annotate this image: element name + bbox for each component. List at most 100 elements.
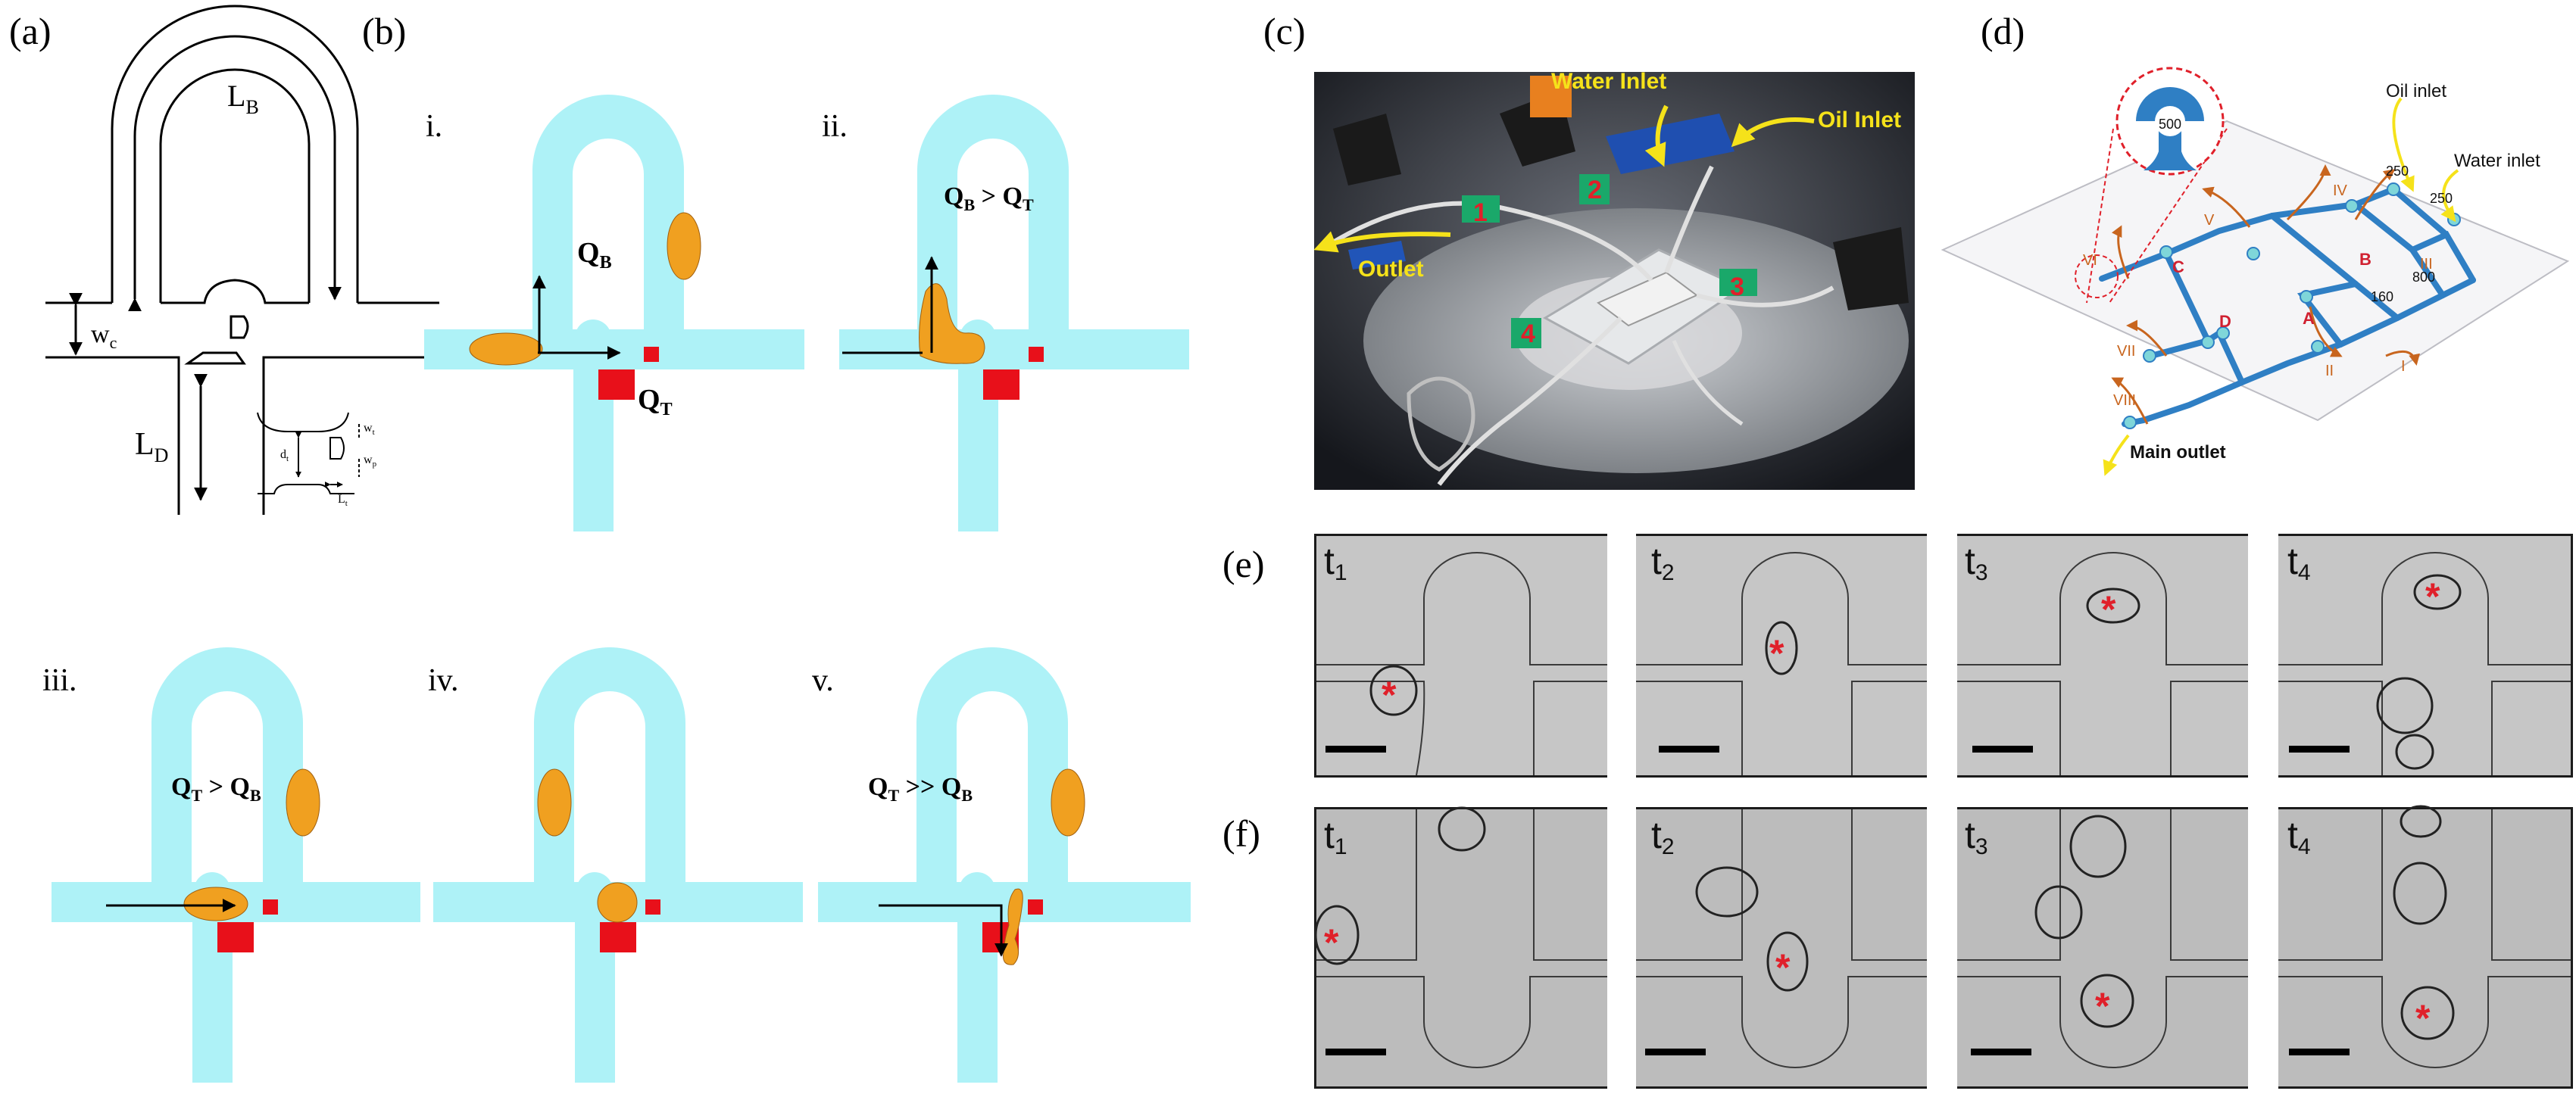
roman-II: II [2325,363,2334,379]
dim-500: 500 [2159,117,2181,132]
inset-wt-label: wt [364,422,375,437]
dim-250-b: 250 [2386,164,2409,179]
fitting-number-3: 3 [1730,273,1744,301]
e-time-1: t1 [1324,540,1347,585]
node-A: A [2303,309,2315,328]
f-frame-1 [1316,809,1607,1086]
d-oil-inlet-label: Oil inlet [2386,81,2446,101]
droplet-iv-2 [537,768,572,837]
trap-cup-iv [600,922,636,952]
droplet-iii-2 [286,768,320,837]
f-frame-4 [2278,809,2571,1086]
e-marker-3: * [2101,588,2116,631]
panel-label-e: (e) [1222,543,1265,585]
f-frame-3 [1957,809,2248,1086]
fitting-3 [1719,269,1757,296]
oil-inlet-label: Oil Inlet [1818,108,1901,132]
water-inlet-arrow [1644,104,1669,167]
f-droplets [1314,805,2455,1040]
inset-dt-label: dt [280,448,289,463]
f-channel-lines [1316,809,2571,1068]
roman-V: V [2204,212,2215,229]
qb-label-i: QB [577,237,612,273]
f-time-1: t1 [1324,814,1347,859]
step-label-i: i. [426,109,442,144]
trap-post-v [1028,899,1043,915]
e-frame-4 [2278,536,2571,775]
panel-label-a: (a) [9,10,52,52]
panel-a-inset [257,412,360,494]
node-D: D [2219,312,2231,331]
fitting-2 [1579,174,1610,204]
roman-VI: VI [2083,252,2097,269]
panel-b-step-iii [52,647,420,1083]
lb-arrow [128,35,342,312]
panel-label-b: (b) [362,10,406,52]
droplet-ii [919,283,985,364]
step-label-iv: iv. [428,663,458,698]
panel-c-photo [1314,72,1915,490]
panel-e-frames [1314,534,2573,778]
outlet-label: Outlet [1358,257,1424,282]
trap-post-iv [645,899,660,915]
roman-IV: IV [2333,182,2348,199]
droplet-i-1 [469,332,543,366]
step-label-ii: ii. [822,109,848,144]
lb-label: LB [227,79,259,118]
panel-b-step-ii [839,95,1189,531]
fitting-number-1: 1 [1473,198,1488,227]
trap-post-ii [1029,347,1044,362]
qt-label-i: QT [638,384,673,419]
f-time-2: t2 [1651,814,1675,859]
dim-160: 160 [2371,289,2393,304]
droplet-v-2 [1051,768,1085,837]
e-marker-1: * [1382,674,1397,716]
d-main-outlet-label: Main outlet [2130,442,2226,463]
step-label-v: v. [812,663,834,698]
fitting-1 [1462,195,1500,223]
step-label-iii: iii. [42,663,77,698]
e-frame-3 [1957,536,2248,775]
bypass-outer-wall [111,5,359,303]
roman-VIII: VIII [2113,392,2136,409]
fitting-number-2: 2 [1588,176,1602,204]
panel-b-step-iv [433,647,803,1083]
roman-VII: VII [2117,343,2135,360]
roman-III: III [2420,256,2433,273]
panel-f-frames [1314,807,2573,1089]
f-scalebars [1325,1049,2350,1055]
panel-label-d: (d) [1981,10,2025,52]
trap-cup-iii [217,922,254,952]
qt-gt-qb-label: QT > QB [171,773,261,805]
trap-top-wall [161,279,309,304]
outlet-arrow [1313,231,1451,253]
dim-250-a: 250 [2430,191,2453,206]
qb-gt-qt-label: QB > QT [944,182,1034,214]
water-inlet-label: Water Inlet [1551,69,1666,94]
panel-a-schematic [45,5,439,515]
trap-post-i [644,347,659,362]
trap-cup-ii [983,369,1019,400]
bypass-inner-wall [159,68,311,303]
chip-plate [1941,120,2570,422]
panel-b-step-i [424,95,804,531]
panel-a-arrows [69,35,342,501]
f-time-3: t3 [1965,814,1988,859]
node-B: B [2359,250,2371,269]
e-time-4: t4 [2287,540,2311,585]
flow-arrow-v [879,904,1008,957]
f-marker-4: * [2415,997,2431,1039]
bypass-hole-i [573,174,644,329]
fitting-number-4: 4 [1521,319,1535,348]
wc-label: wc [91,320,117,352]
f-marker-1: * [1324,921,1339,964]
droplet-iii-1 [183,887,248,921]
node-C: C [2172,257,2184,276]
ld-label: LD [135,427,168,466]
droplet-i-2 [667,212,701,280]
roman-I: I [2401,358,2406,375]
e-marker-4: * [2425,575,2440,618]
droplet-iv-1 [597,882,638,923]
e-frame-1 [1316,536,1607,775]
